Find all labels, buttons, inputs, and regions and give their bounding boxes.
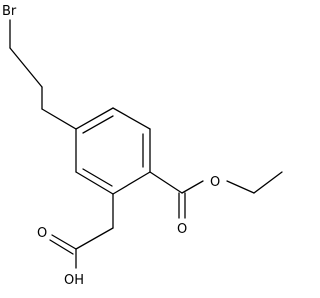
ring-double-1 [82, 115, 114, 134]
bond-ch2-acid-c [75, 227, 114, 250]
ring-bond-5 [75, 171, 114, 195]
label-acid-hydroxyl: OH [64, 273, 84, 288]
bond-ch2-ch3 [253, 171, 283, 194]
bond-c1-c2 [9, 47, 43, 88]
bond-ester-c-o-ether [181, 180, 204, 194]
ring-bond-4 [112, 171, 151, 195]
atom-labels: Br O O O OH [2, 4, 220, 288]
bond-acid-c-o-double-a [51, 234, 77, 250]
chemical-structure-diagram: Br O O O OH [2, 4, 283, 288]
bond-c3-ring [41, 108, 77, 130]
label-acid-carbonyl-oxygen: O [37, 226, 47, 241]
label-ester-carbonyl-oxygen: O [177, 222, 187, 237]
bond-ring-ester-c [149, 171, 183, 194]
ring-double-3 [82, 168, 113, 187]
bond-o-ether-ch2 [226, 180, 255, 194]
label-ester-ether-oxygen: O [210, 175, 220, 190]
bonds [9, 19, 283, 269]
ring-bond-2 [112, 107, 151, 130]
label-br: Br [2, 4, 17, 19]
ring-bond-1 [75, 107, 114, 130]
bond-acid-c-o-double-b [49, 239, 74, 255]
